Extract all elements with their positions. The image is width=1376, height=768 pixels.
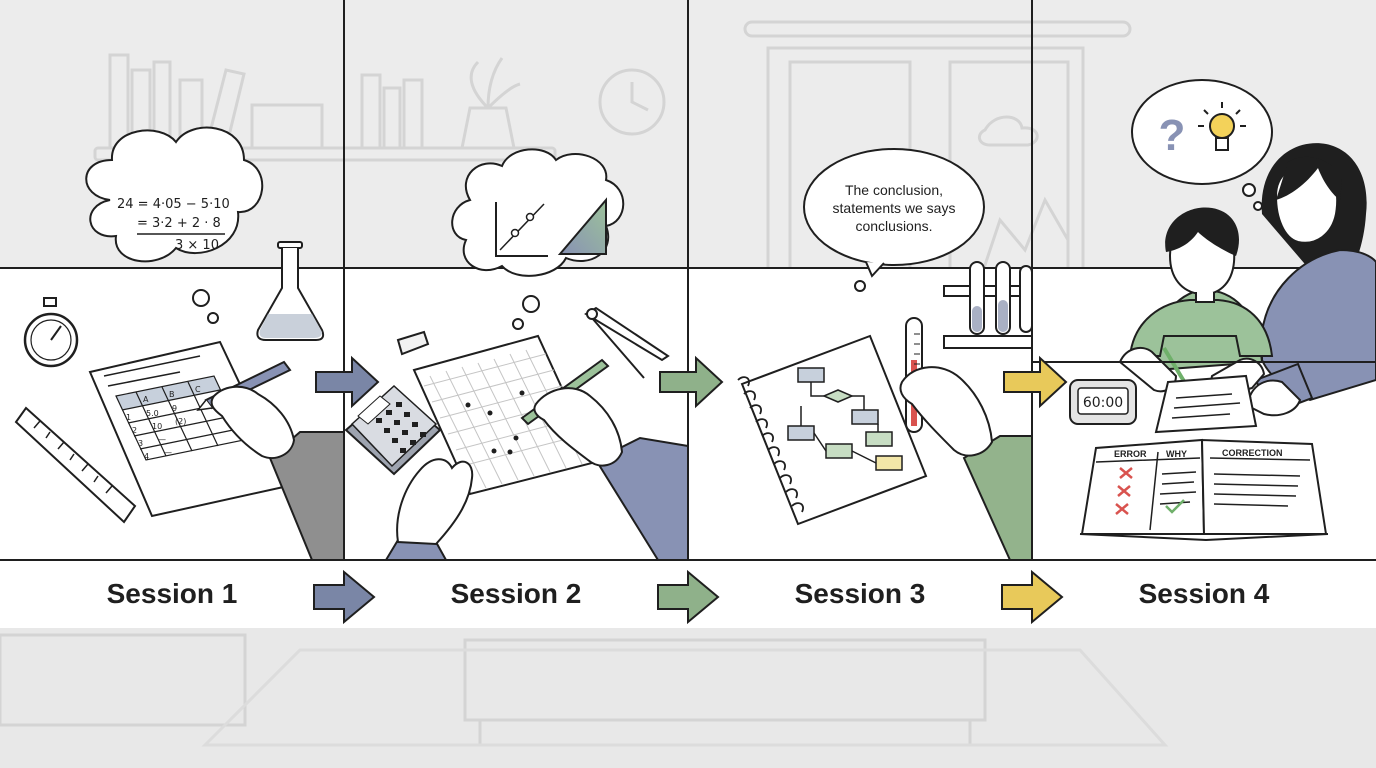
student (1118, 207, 1274, 393)
holding-hand (899, 366, 1033, 561)
transition-arrows (313, 355, 1068, 625)
background-clock (598, 68, 666, 136)
compass-icon (584, 306, 670, 379)
eraser-icon (396, 330, 430, 356)
col-header-correction: CORRECTION (1222, 448, 1283, 458)
writing-hand (520, 358, 689, 561)
question-mark-icon: ? (1159, 111, 1186, 160)
equation-line-3: 3 × 10 (175, 238, 219, 253)
left-hand (384, 458, 474, 561)
graph-paper (412, 334, 598, 496)
arrow-right-icon (659, 355, 724, 409)
table-cell: 5.0 (146, 409, 159, 418)
thought-bubble (451, 148, 625, 330)
error-notebook: ERROR WHY CORRECTION (1079, 438, 1329, 542)
panel-session-3: The conclusion, statements we says concl… (737, 148, 1033, 561)
table-header-a: A (143, 395, 149, 404)
error-mark-icon (1115, 467, 1133, 515)
panel-session-1: 24 = 4·05 − 5·10 = 3·2 + 2 · 8 3 × 10 (14, 126, 345, 561)
table-cell: 4 (144, 452, 149, 461)
col-header-error: ERROR (1114, 449, 1147, 459)
lightbulb-icon (1198, 102, 1246, 151)
graph-icon (495, 202, 548, 257)
table-cell: 9 (172, 404, 177, 413)
session-label: Session 4 (1138, 578, 1270, 609)
speech-line-1: The conclusion, (845, 182, 943, 198)
arrow-right-icon (657, 569, 720, 625)
session-label: Session 2 (450, 578, 582, 609)
triangle-icon (557, 197, 607, 255)
writing-hand (196, 360, 345, 561)
equation-line-2: = 3·2 + 2 · 8 (137, 216, 221, 231)
thought-bubble: ? (1131, 79, 1273, 211)
table-cell: 1 (126, 413, 131, 422)
timer-icon: 60:00 (1069, 379, 1137, 425)
panel-session-2 (344, 148, 689, 561)
table-cell: — (164, 448, 172, 457)
notebook (737, 334, 928, 526)
arrow-right-icon (1001, 569, 1064, 625)
speech-line-2: statements we says (833, 200, 956, 216)
table-cell: — (158, 435, 166, 444)
session-label: Session 3 (794, 578, 926, 609)
calculator-icon (344, 384, 442, 476)
arrow-right-icon (1003, 355, 1068, 409)
table-cell: 10 (152, 422, 162, 431)
table-cell: 3 (138, 439, 143, 448)
equation-line-1: 24 = 4·05 − 5·10 (117, 197, 230, 212)
arrow-right-icon (313, 569, 376, 625)
panel-session-4: ? (1032, 79, 1376, 542)
table-header-b: B (169, 390, 175, 399)
table-header-c: C (195, 385, 201, 394)
speech-bubble: The conclusion, statements we says concl… (803, 148, 985, 292)
col-header-why: WHY (1166, 449, 1187, 459)
table-cell: (2) (175, 417, 186, 426)
worksheet (1154, 374, 1258, 434)
session-label: Session 1 (106, 578, 238, 609)
test-tube-rack-icon (943, 261, 1033, 349)
speech-line-3: conclusions. (855, 218, 932, 234)
timer-readout: 60:00 (1083, 395, 1123, 411)
stopwatch-icon (23, 297, 79, 368)
thought-bubble: 24 = 4·05 − 5·10 = 3·2 + 2 · 8 3 × 10 (85, 126, 264, 324)
check-mark-icon (1165, 499, 1185, 514)
background-sofa (0, 633, 1169, 747)
flowchart (787, 367, 903, 471)
arrow-right-icon (315, 355, 380, 409)
ruler-icon (14, 406, 137, 524)
table-cell: 2 (132, 426, 137, 435)
flask-icon (256, 241, 325, 341)
